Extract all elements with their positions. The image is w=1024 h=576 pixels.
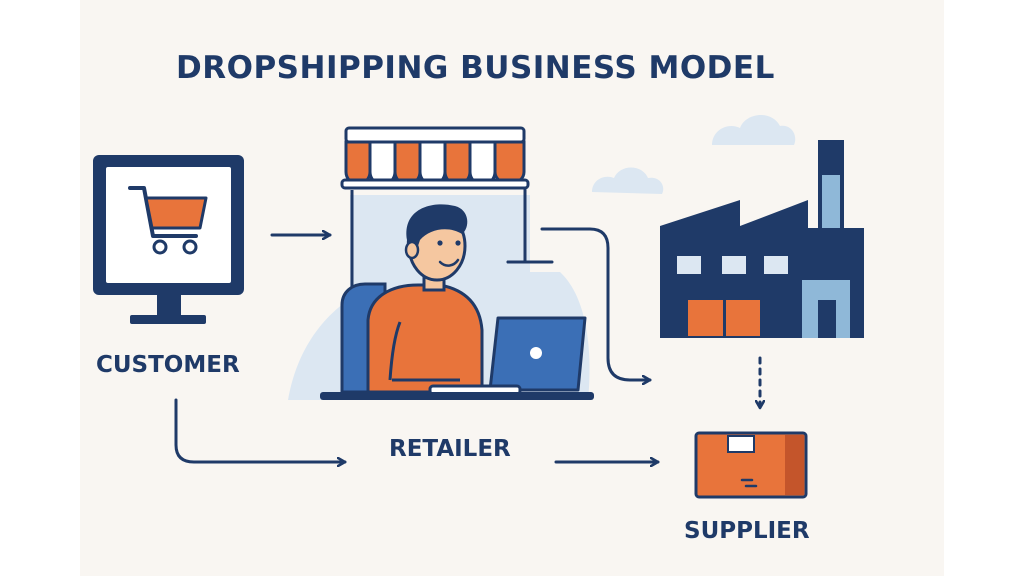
diagram-title: DROPSHIPPING BUSINESS MODEL xyxy=(176,50,775,86)
storefront-person-laptop-icon xyxy=(288,126,594,400)
awning xyxy=(340,126,530,190)
supplier-label: SUPPLIER xyxy=(684,518,810,544)
factory-icon xyxy=(660,140,864,338)
arrow-retailer-to-supplier xyxy=(540,227,652,380)
retailer-label: RETAILER xyxy=(389,436,511,462)
package-box-icon xyxy=(694,431,808,499)
customer-label: CUSTOMER xyxy=(96,352,240,378)
arrow-customer-to-supplier-loop xyxy=(174,398,347,462)
monitor-cart-icon xyxy=(93,155,244,324)
laptop-icon xyxy=(428,316,587,396)
shopping-cart-icon xyxy=(128,186,208,255)
cloud-icon xyxy=(592,114,796,194)
person-avatar xyxy=(366,204,484,394)
